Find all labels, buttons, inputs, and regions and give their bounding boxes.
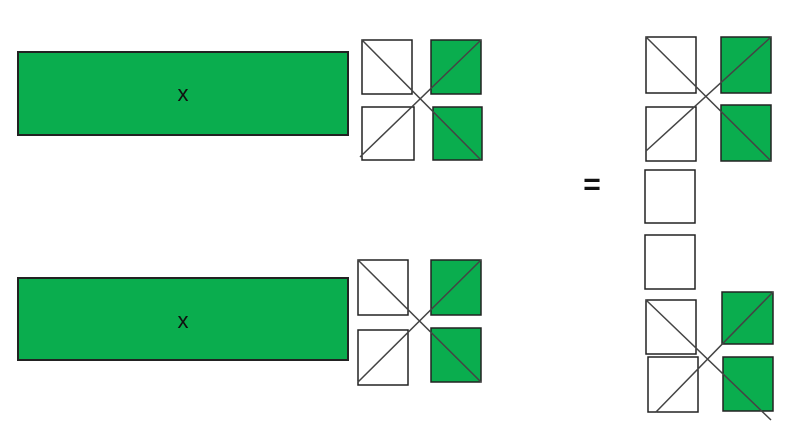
row-2-cross-line	[357, 259, 482, 383]
row-1-cell-filled	[432, 106, 483, 161]
result-cross-line	[655, 291, 774, 413]
result-cross-line	[645, 299, 772, 421]
result-cell-empty	[645, 36, 697, 94]
row-1-bar	[17, 51, 349, 136]
row-2-grid	[357, 259, 482, 386]
row-1-grid	[359, 39, 483, 161]
result-cross-line	[645, 36, 772, 162]
row-1-bar-label: x	[178, 81, 189, 106]
result-cell-filled	[722, 356, 774, 412]
row-2-bar	[17, 277, 349, 361]
row-2: x	[17, 259, 482, 386]
result-cell-empty	[644, 234, 696, 290]
row-1-cell-empty	[361, 106, 415, 161]
result-cell-empty	[644, 169, 696, 224]
result-cell-filled	[720, 104, 772, 162]
result-column	[644, 36, 774, 421]
row-2-bar-label: x	[178, 308, 189, 333]
row-1-cross-line	[361, 39, 482, 161]
result-cell-filled	[720, 36, 772, 94]
equals-sign: =	[583, 168, 601, 201]
row-1-cross-line	[359, 39, 482, 158]
result-cross-line	[645, 36, 772, 152]
result-cell-empty	[645, 106, 697, 162]
result-cell-empty	[647, 356, 699, 413]
row-1: x	[17, 39, 483, 161]
